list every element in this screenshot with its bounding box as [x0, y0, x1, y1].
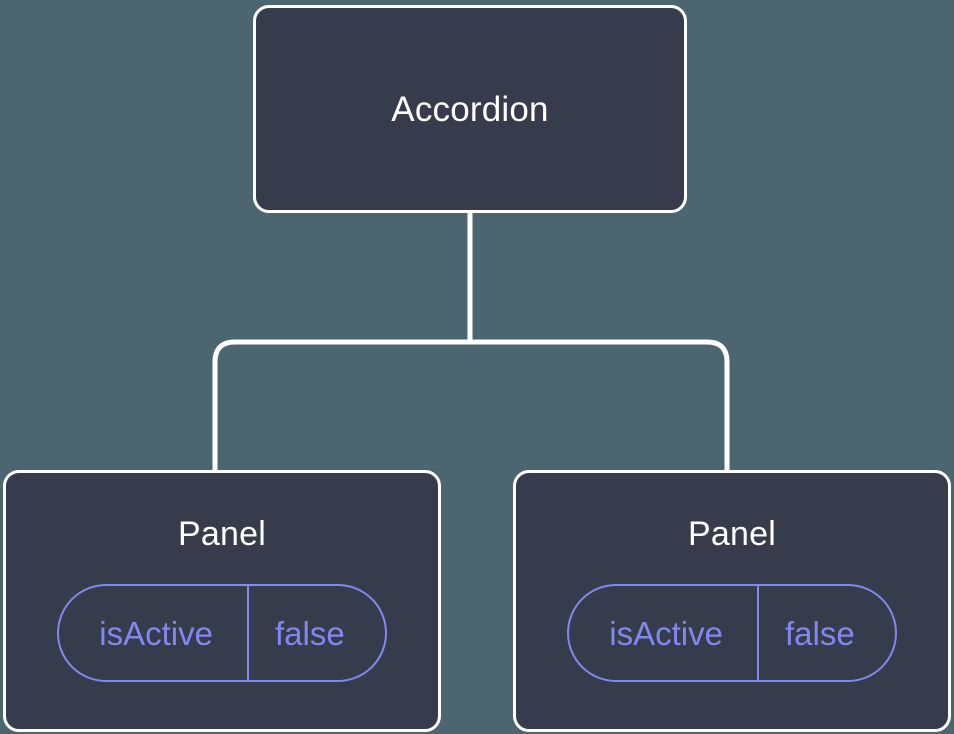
- node-panel-1-label: Panel: [178, 515, 266, 553]
- prop-pill-is-active-2[interactable]: isActive false: [567, 584, 897, 682]
- prop-key-is-active-2: isActive: [609, 614, 723, 652]
- node-accordion[interactable]: Accordion: [253, 5, 687, 213]
- connector-branch-left: [212, 339, 470, 470]
- node-panel-2-label: Panel: [688, 515, 776, 553]
- prop-value-is-active-2: false: [756, 586, 895, 680]
- prop-pill-is-active-1[interactable]: isActive false: [57, 584, 387, 682]
- node-accordion-label: Accordion: [391, 89, 549, 129]
- node-panel-2[interactable]: Panel isActive false: [513, 470, 951, 732]
- node-panel-1[interactable]: Panel isActive false: [3, 470, 441, 732]
- prop-key-is-active-1: isActive: [99, 614, 213, 652]
- connector-branch-right: [470, 339, 730, 470]
- prop-value-is-active-1: false: [246, 586, 385, 680]
